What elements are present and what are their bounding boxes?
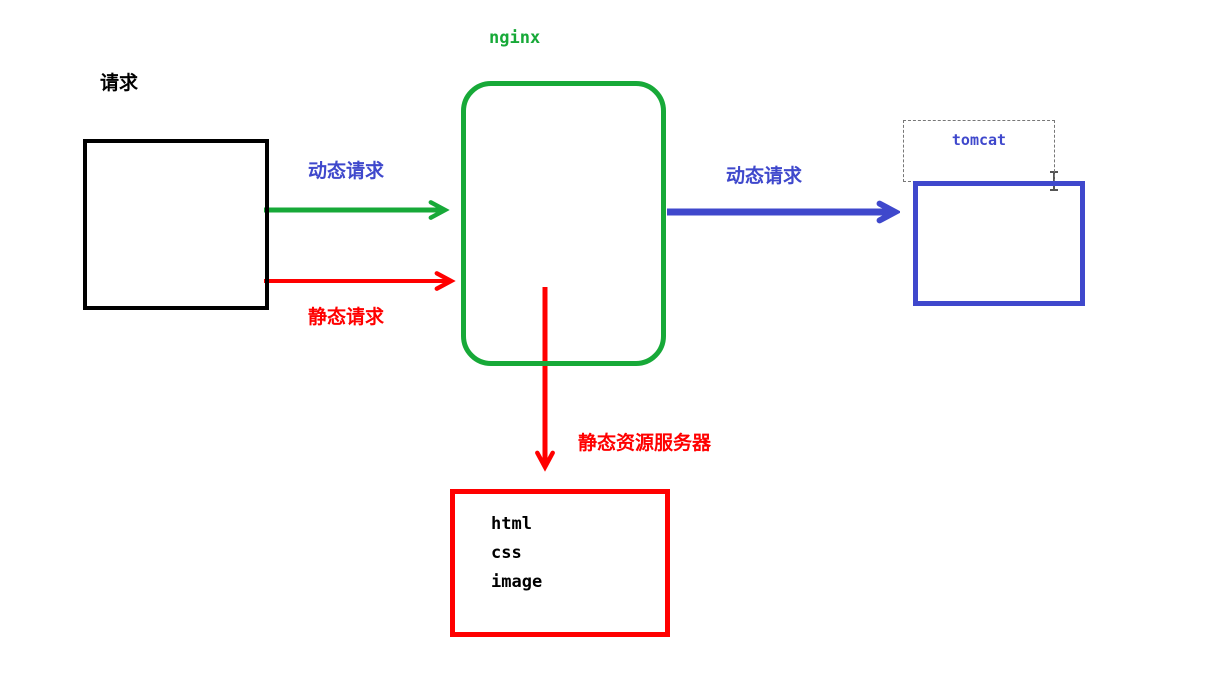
nginx-box (461, 81, 666, 366)
tomcat-label: tomcat (951, 131, 1007, 149)
static-resource-box: html css image (450, 489, 670, 637)
static-file-css: css (491, 543, 522, 563)
tomcat-box (913, 181, 1085, 306)
static-server-label: 静态资源服务器 (578, 432, 712, 454)
static-file-image: image (491, 572, 543, 592)
static-file-html: html (491, 514, 532, 534)
static-file-list: html css image (491, 514, 542, 592)
nginx-label: nginx (489, 28, 541, 48)
static-request-left-label: 静态请求 (308, 306, 385, 328)
client-request-label: 请求 (100, 72, 139, 94)
dynamic-request-left-label: 动态请求 (308, 160, 385, 182)
dynamic-request-right-label: 动态请求 (726, 165, 803, 187)
client-box (83, 139, 269, 310)
tomcat-dashed-box: tomcat (903, 120, 1055, 182)
